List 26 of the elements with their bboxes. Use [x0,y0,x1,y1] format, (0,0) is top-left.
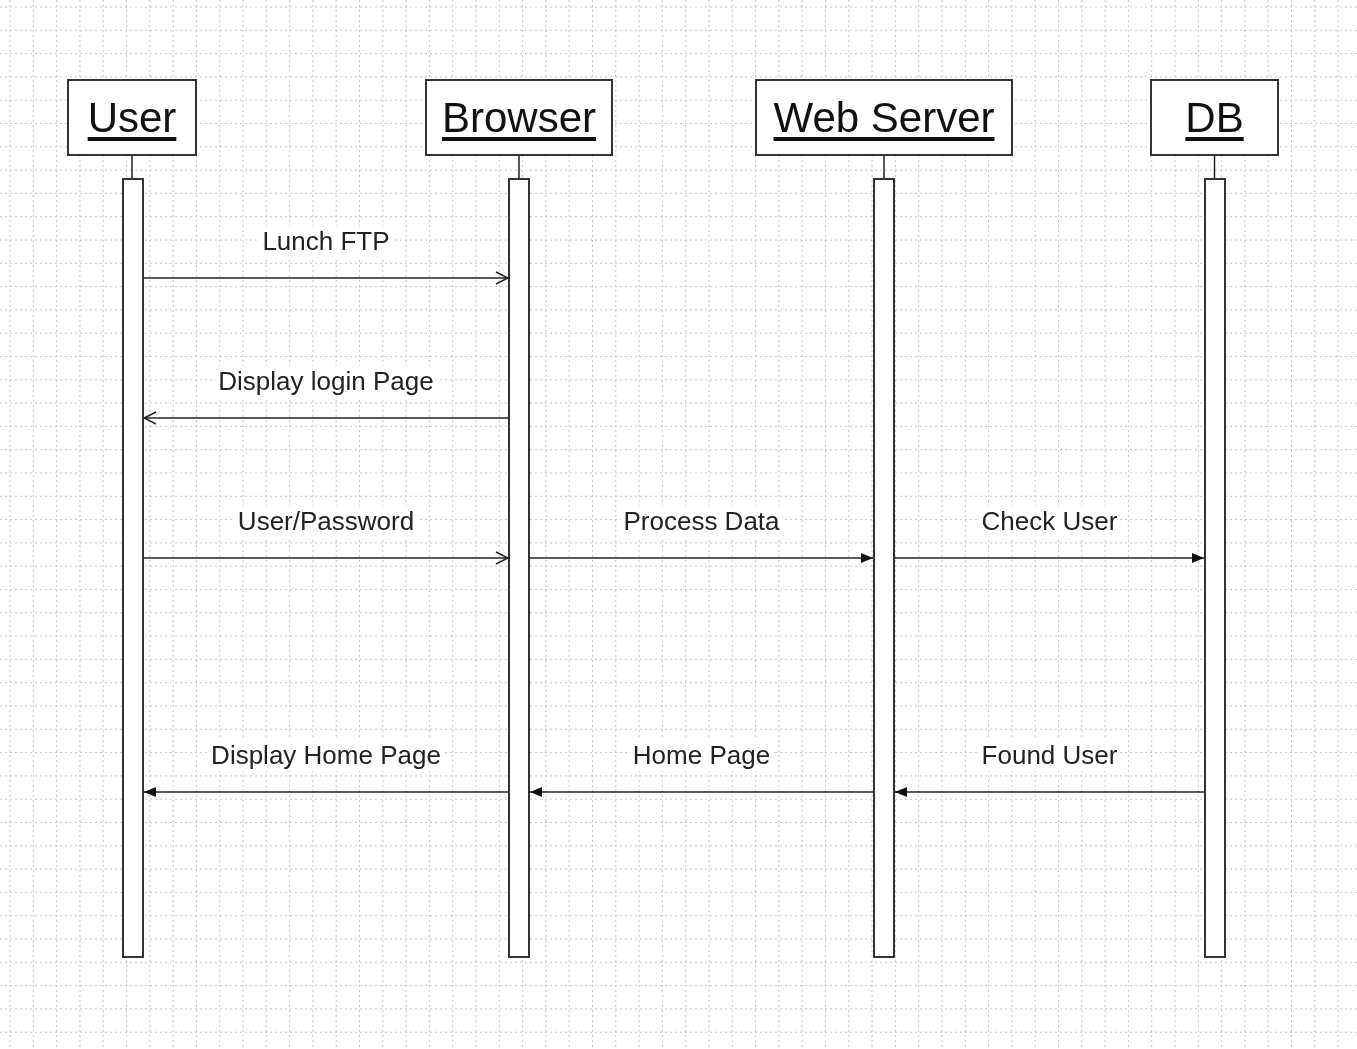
lifeline [518,155,520,179]
message-arrow [143,411,509,425]
object-box: Web Server [755,79,1013,156]
message-arrow [529,553,874,563]
lifeline [883,155,885,179]
object-box: DB [1150,79,1279,156]
edge-label: Home Page [629,740,774,771]
edge-label: Process Data [620,506,783,537]
lifeline [131,155,133,179]
message-arrow [143,787,509,797]
object-box: Browser [425,79,613,156]
edge-label: Display Home Page [208,740,444,771]
activation-bar [508,178,530,958]
object-box: User [67,79,197,156]
edge-label: Display login Page [215,366,437,397]
message-arrow [529,787,874,797]
activation-bar [122,178,144,958]
edge-label: Lunch FTP [259,226,393,257]
message-arrow [894,787,1205,797]
activation-bar [1204,178,1226,958]
lifeline [1213,155,1216,179]
message-arrow [143,551,509,565]
message-arrow [143,271,509,285]
message-arrow [894,553,1205,563]
edge-label: User/Password [234,506,418,537]
activation-bar [873,178,895,958]
